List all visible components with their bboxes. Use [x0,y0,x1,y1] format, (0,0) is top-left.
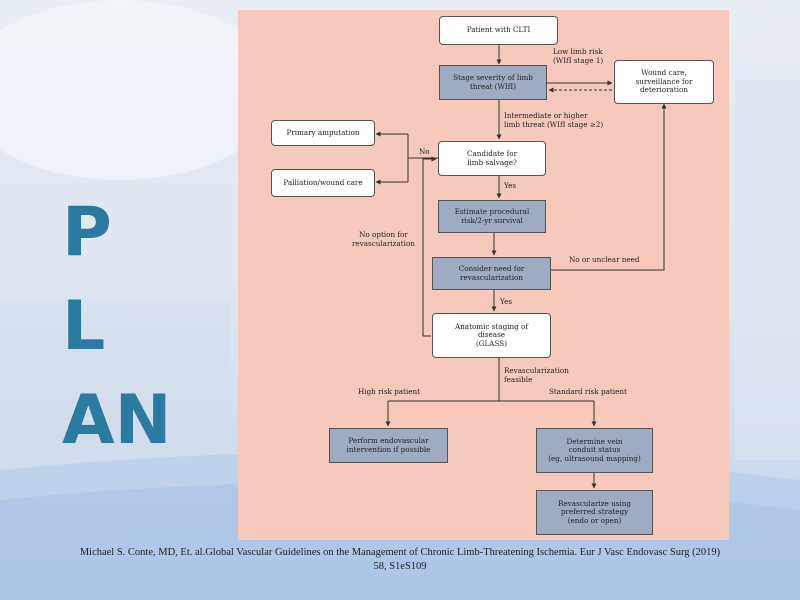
box-wound-care: Wound care, surveillance for deteriorati… [614,60,714,104]
box-stage-severity: Stage severity of limb threat (WIfI) [439,65,547,100]
box-anatomic-staging: Anatomic staging of disease (GLASS) [432,313,551,358]
flowchart-panel: Patient with CLTI Stage severity of limb… [238,10,729,540]
box-palliation: Palliation/wound care [271,169,375,197]
box-vein-conduit: Determine vein conduit status (eg, ultra… [536,428,653,473]
label-standard-risk: Standard risk patient [549,387,627,396]
label-no-unclear-need: No or unclear need [569,255,640,264]
title-letters-an: AN [62,381,172,460]
box-revascularize: Revascularize using preferred strategy (… [536,490,653,535]
label-intermediate-threat: Intermediate or higher limb threat (WIfI… [504,111,604,129]
label-revascularization-feasible: Revascularization feasible [504,366,569,384]
box-consider-revascularization: Consider need for revascularization [432,257,551,290]
arrow-consider-wound [551,103,667,271]
box-patient-with-clti: Patient with CLTI [439,16,558,45]
title-letter-l: L [62,287,106,366]
label-low-limb-risk: Low limb risk (WIfI stage 1) [553,47,604,65]
citation: Michael S. Conte, MD, Et. al.Global Vasc… [40,546,760,574]
box-estimate-risk: Estimate procedural risk/2-yr survival [438,200,546,233]
label-high-risk: High risk patient [358,387,420,396]
arrow-anatomic-candidate [422,156,437,337]
label-yes-consider: Yes [500,297,513,306]
citation-line-2: 58, S1eS109 [373,561,427,572]
label-no: No [419,147,430,156]
label-yes-candidate: Yes [504,181,517,190]
title-letter-p: P [62,193,112,272]
flowchart-connectors [375,45,667,489]
slide-title: P L AN [62,186,192,468]
box-endovascular: Perform endovascular intervention if pos… [329,428,448,463]
citation-line-1: Michael S. Conte, MD, Et. al.Global Vasc… [79,547,721,558]
label-no-option: No option for revascularization [352,230,415,248]
box-candidate-limb-salvage: Candidate for limb salvage? [438,141,546,176]
box-primary-amputation: Primary amputation [271,120,375,146]
